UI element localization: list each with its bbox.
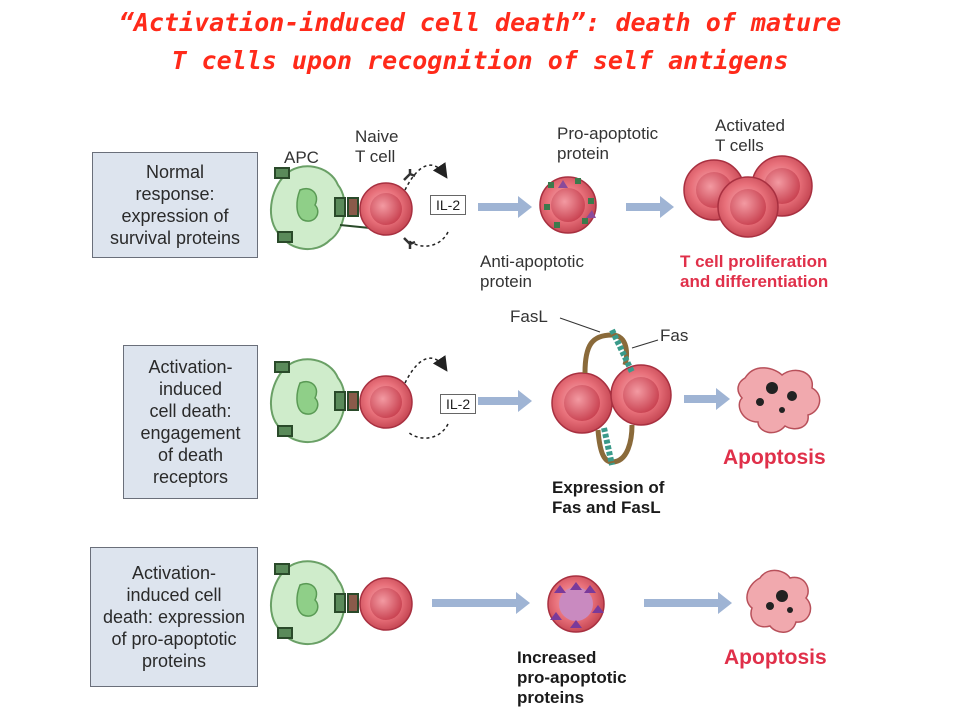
page-title-line1: “Activation-induced cell death”: death o… [118, 8, 842, 37]
il2-label-row1: IL-2 [430, 195, 467, 215]
arrow-row3-b [644, 592, 732, 614]
arrow-row1-b [626, 196, 674, 218]
anti-apoptotic-protein-label: Anti-apoptotic protein [480, 252, 584, 291]
fas-fasl-caption: Expression of Fas and FasL [552, 478, 665, 517]
t-cell-pro-apoptotic [547, 575, 605, 633]
t-cell-with-proteins [539, 176, 597, 234]
arrow-row2-b [684, 388, 730, 410]
arrow-row2-a [478, 390, 532, 412]
il2-dashed-arc-row2 [407, 423, 449, 439]
outcome-apoptosis-row3: Apoptosis [724, 646, 827, 669]
fas-label: Fas [660, 326, 689, 345]
pro-apoptotic-protein-label: Pro-apoptotic protein [557, 124, 659, 163]
apoptotic-cell-row3 [746, 569, 812, 633]
apc-cell-row1 [269, 165, 346, 251]
receptor-complex-row3 [274, 563, 359, 639]
receptor-complex-row2 [274, 361, 359, 437]
naive-t-cell-row2 [359, 375, 413, 429]
apc-cell-row3 [269, 560, 346, 646]
fas-pointer-line [631, 339, 659, 349]
increased-pro-apoptotic-caption: Increased pro-apoptotic proteins [517, 648, 627, 707]
activated-t-cells-label: Activated T cells [715, 116, 785, 155]
apoptotic-cells-row2 [737, 367, 821, 434]
outcome-apoptosis-row2: Apoptosis [723, 446, 826, 469]
receptor-complex-row1 [274, 167, 371, 243]
fasl-pointer-line [559, 317, 601, 333]
arrow-row1-a [478, 196, 532, 218]
naive-t-cell-row3 [359, 577, 413, 631]
row3-description-box: Activation- induced cell death: expressi… [90, 547, 258, 687]
il2-label-row2: IL-2 [440, 394, 477, 414]
il2-dashed-arc-row1 [407, 231, 449, 247]
il2-feedback-arrow-row1 [404, 162, 448, 191]
activated-t-cells [683, 155, 813, 238]
naive-t-cell-row1 [359, 169, 416, 249]
row2-description-box: Activation- induced cell death: engageme… [123, 345, 258, 499]
outcome-proliferation: T cell proliferation and differentiation [680, 252, 829, 291]
fasl-label: FasL [510, 307, 548, 326]
il2-feedback-arrow-row2 [404, 355, 448, 384]
row1-description-box: Normal response: expression of survival … [92, 152, 258, 258]
apc-cell-row2 [269, 358, 346, 444]
naive-t-cell-label: Naive T cell [355, 127, 399, 166]
page-title-line2: T cells upon recognition of self antigen… [171, 46, 789, 75]
apc-label: APC [284, 148, 319, 167]
fas-fasl-cell-pair [551, 328, 672, 466]
arrow-row3-a [432, 592, 530, 614]
